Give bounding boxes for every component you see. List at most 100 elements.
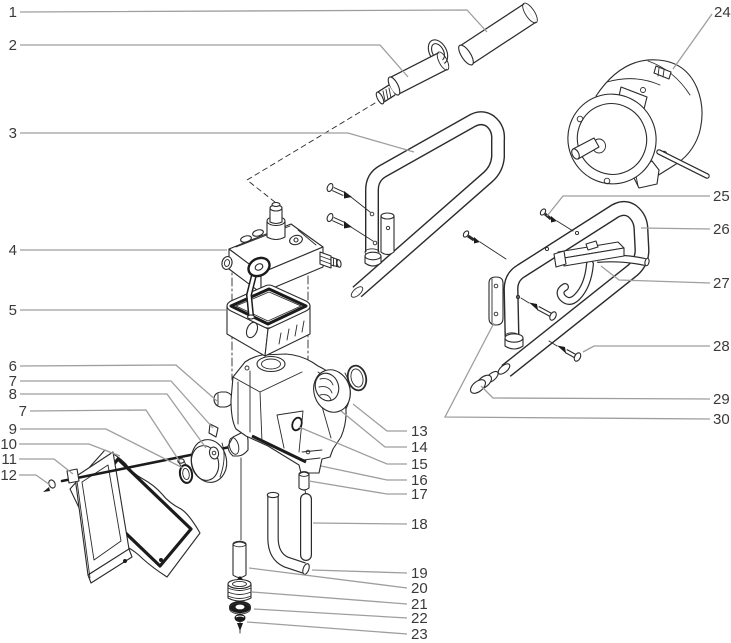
callout-leader-line	[20, 44, 409, 78]
callout-17: 17	[308, 480, 428, 503]
callout-leader-line	[20, 380, 214, 429]
callout-29: 29	[480, 385, 730, 408]
callout-number: 2	[9, 37, 17, 54]
callout-12: 12	[0, 467, 51, 486]
callout-leader-line	[20, 393, 207, 449]
callout-2: 2	[9, 37, 409, 78]
callout-leader-line	[308, 480, 407, 495]
callout-7b: 7	[19, 403, 181, 463]
callout-leader-line	[480, 385, 711, 400]
callout-leader-line	[672, 13, 713, 70]
handle-bolts-drawing	[326, 182, 374, 242]
callout-1: 1	[9, 4, 488, 33]
callout-number: 8	[9, 386, 17, 403]
prime-valve-lever-drawing	[246, 256, 271, 320]
callout-19: 19	[311, 565, 428, 582]
callout-21: 21	[251, 591, 428, 613]
pump-head-drawing	[221, 201, 342, 294]
callout-7a: 7	[9, 373, 214, 429]
callout-leader-line	[19, 458, 74, 475]
callout-leader-line	[582, 345, 710, 353]
tube-cap-part-29	[469, 370, 499, 394]
callout-18: 18	[312, 516, 428, 533]
callout-15: 15	[298, 426, 428, 473]
outlet-fitting-drawing	[298, 471, 310, 491]
callout-leader-line	[19, 364, 218, 402]
callout-leader-line	[600, 265, 711, 284]
callout-number: 18	[411, 516, 428, 533]
mounting-strap-part-30	[488, 276, 504, 326]
callout-leader-line	[312, 522, 408, 525]
callout-number: 15	[411, 456, 428, 473]
callout-number: 24	[714, 4, 731, 21]
callout-number: 30	[713, 411, 730, 428]
callout-leader-line	[640, 227, 711, 230]
callout-number: 10	[0, 436, 17, 453]
callout-leader-line	[546, 195, 710, 217]
callout-22: 22	[253, 608, 428, 627]
callout-number: 4	[9, 242, 17, 259]
callout-14: 14	[340, 410, 428, 456]
callout-layer: 1234567879101112131415161718192021222324…	[0, 4, 730, 643]
callout-3: 3	[9, 125, 415, 153]
frame-screws-drawing	[462, 208, 574, 260]
callout-number: 7	[9, 373, 17, 390]
callout-number: 28	[713, 338, 730, 355]
callout-number: 3	[9, 125, 17, 142]
housing-cap-drawing	[208, 391, 233, 438]
motor-drawing	[567, 59, 710, 189]
callout-number: 7	[19, 403, 27, 420]
cover-plate-assembly-drawing	[43, 445, 232, 584]
callout-16: 16	[320, 465, 428, 489]
callout-number: 21	[411, 596, 428, 613]
suction-set-drawing	[227, 540, 252, 631]
callout-4: 4	[9, 242, 227, 259]
callout-leader-line	[340, 410, 407, 448]
callout-number: 16	[411, 472, 428, 489]
callout-leader-line	[19, 474, 51, 486]
callout-8: 8	[9, 386, 207, 449]
callout-number: 26	[713, 221, 730, 238]
callout-leader-line	[20, 132, 415, 153]
callout-5: 5	[9, 302, 226, 319]
callout-26: 26	[640, 221, 730, 238]
callout-13: 13	[352, 403, 428, 440]
callout-leader-line	[298, 426, 407, 465]
callout-25: 25	[546, 188, 730, 217]
pulley-drawing	[190, 439, 228, 483]
callout-number: 27	[713, 275, 730, 292]
callout-leader-line	[352, 403, 407, 432]
callout-leader-line	[246, 621, 408, 635]
callout-number: 14	[411, 439, 428, 456]
callout-number: 22	[411, 610, 428, 627]
callout-number: 23	[411, 626, 428, 643]
callout-28: 28	[582, 338, 730, 355]
callout-number: 5	[9, 302, 17, 319]
callout-leader-line	[251, 591, 408, 605]
callout-leader-line	[20, 428, 184, 469]
callout-number: 12	[0, 467, 17, 484]
callout-number: 6	[9, 358, 17, 375]
callout-leader-line	[443, 322, 711, 420]
callout-6: 6	[9, 358, 218, 402]
rod-clamp-part-11	[66, 468, 80, 484]
callout-11: 11	[1, 451, 74, 475]
callout-number: 29	[713, 391, 730, 408]
callout-number: 20	[411, 580, 428, 597]
callout-leader-line	[320, 465, 407, 481]
callout-27: 27	[600, 265, 730, 292]
callout-number: 19	[411, 565, 428, 582]
cart-frame-assembly-drawing	[462, 200, 650, 394]
callout-number: 25	[713, 188, 730, 205]
grip-sleeve	[380, 215, 395, 256]
callout-number: 1	[9, 4, 17, 21]
callout-23: 23	[246, 621, 428, 643]
bearing-drawing	[313, 369, 351, 413]
callout-leader-line	[311, 569, 408, 574]
callout-leader-line	[19, 443, 121, 457]
callout-30: 30	[443, 322, 730, 428]
cart-handle-drawing	[326, 111, 506, 298]
pail-hook-part-27	[553, 240, 650, 305]
